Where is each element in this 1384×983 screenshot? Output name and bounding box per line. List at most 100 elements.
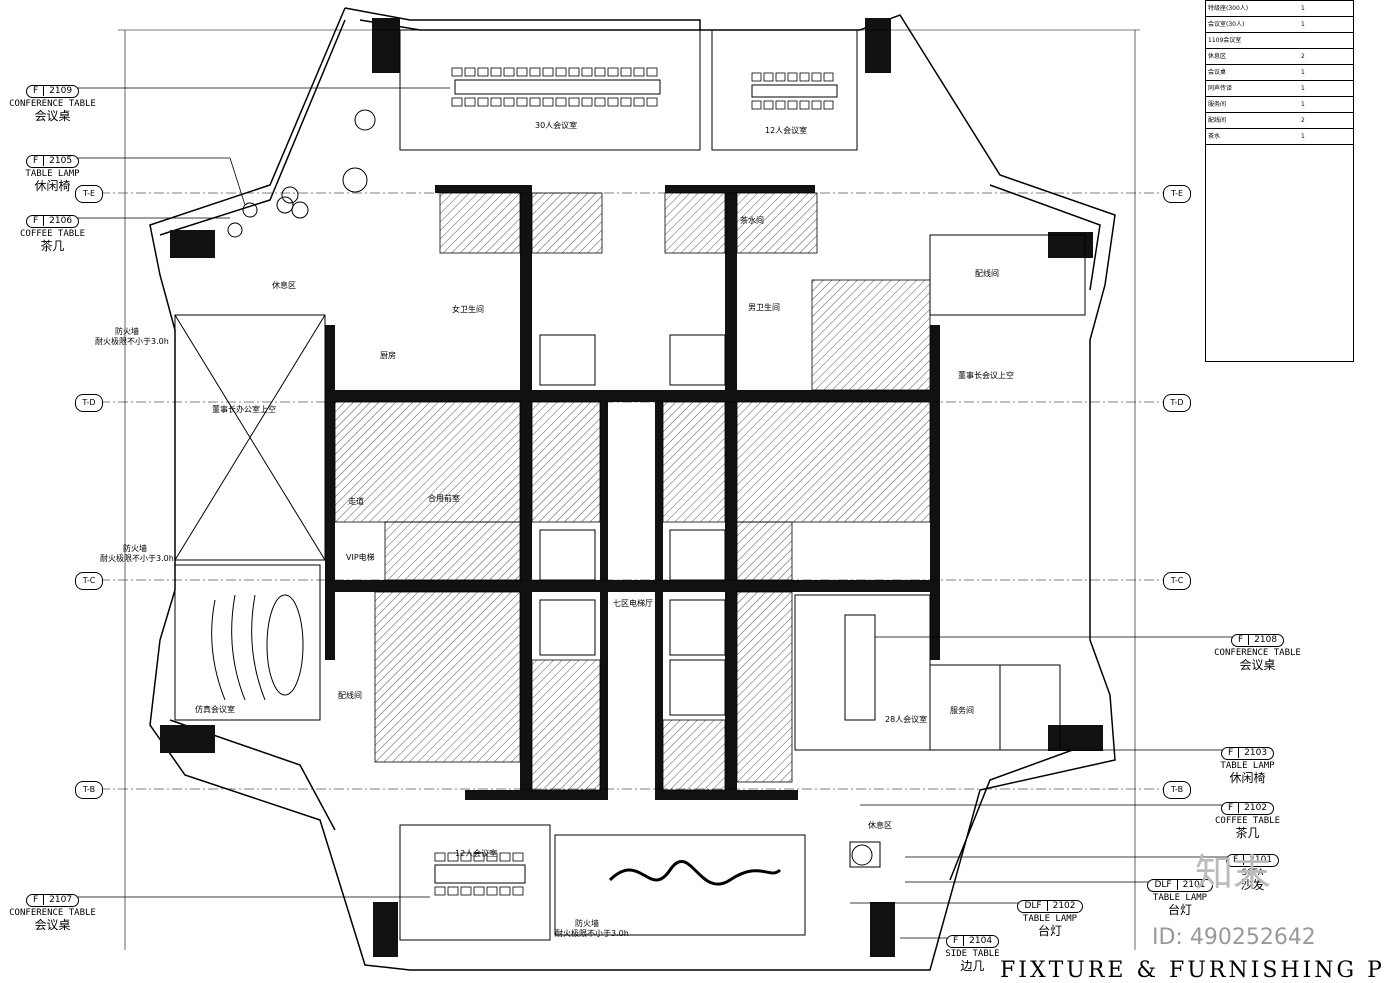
chair: [646, 67, 658, 77]
grid-label-tb-right: T-B: [1163, 781, 1191, 799]
hatched-service-zones: [334, 192, 931, 791]
chair: [473, 886, 485, 896]
room-label-30: 30人会议室: [535, 121, 578, 130]
watermark-brand: 知末: [1195, 851, 1272, 895]
chair: [503, 67, 515, 77]
room-label-service: 服务间: [950, 706, 974, 715]
chair: [607, 67, 619, 77]
room-label-pantry: 茶水间: [740, 216, 764, 225]
elevator-cars: [539, 334, 726, 716]
chair: [486, 852, 498, 862]
chair: [460, 852, 472, 862]
room-label-aisle: 走道: [348, 497, 364, 506]
schedule-row: 1109会议室: [1206, 33, 1353, 49]
chair: [799, 72, 810, 82]
chair: [751, 72, 762, 82]
chair: [477, 67, 489, 77]
chair: [499, 852, 511, 862]
watermark-id: ID: 490252642: [1152, 925, 1316, 950]
chair: [464, 67, 476, 77]
chair: [447, 886, 459, 896]
room-label-stair: 合用前室: [428, 494, 460, 503]
chair: [512, 886, 524, 896]
room-label-fire-note1: 耐火极限不小于3.0h: [95, 337, 169, 346]
schedule-row: 特级座(300人)1: [1206, 1, 1353, 17]
curved-seating: [211, 594, 304, 701]
room-label-power2: 配线间: [975, 269, 999, 278]
chair: [620, 67, 632, 77]
chair: [512, 852, 524, 862]
chair: [763, 100, 774, 110]
chair: [620, 97, 632, 107]
chair: [775, 72, 786, 82]
room-label-12b: 12人会议室: [455, 849, 498, 858]
chair: [811, 100, 822, 110]
callout-leaders: [78, 87, 1232, 939]
lounge-furniture: [227, 109, 881, 868]
chair: [477, 97, 489, 107]
room-label-28: 28人会议室: [885, 715, 928, 724]
grid-label-te-right: T-E: [1163, 185, 1191, 203]
room-label-fire1: 防火墙: [115, 327, 139, 336]
structural-columns: [160, 18, 1103, 957]
chair: [447, 852, 459, 862]
room-label-chair-meeting: 董事长会议上空: [958, 371, 1014, 380]
grid-label-td-right: T-D: [1163, 394, 1191, 412]
conference-tables: [434, 79, 876, 884]
chair: [542, 97, 554, 107]
chair: [503, 97, 515, 107]
chair: [490, 67, 502, 77]
drawing-title: FIXTURE & FURNISHING PL: [1000, 958, 1384, 983]
chair: [516, 67, 528, 77]
chair: [555, 97, 567, 107]
room-label-vip-lift: VIP电梯: [346, 553, 375, 562]
chair: [607, 97, 619, 107]
chair: [434, 886, 446, 896]
chair: [763, 72, 774, 82]
chair: [751, 100, 762, 110]
room-label-fire-note3: 耐火极限不小于3.0h: [555, 929, 629, 938]
grid-label-td-left: T-D: [75, 394, 103, 412]
chair: [451, 97, 463, 107]
chair: [787, 100, 798, 110]
room-label-fire-note2: 耐火极限不小于3.0h: [100, 554, 174, 563]
building-outline: [149, 7, 1116, 971]
room-label-power1: 配线间: [338, 691, 362, 700]
grid-label-tc-right: T-C: [1163, 572, 1191, 590]
chair: [451, 67, 463, 77]
room-label-fire3: 防火墙: [575, 919, 599, 928]
chair: [633, 97, 645, 107]
room-label-male-wc: 男卫生间: [748, 303, 780, 312]
grid-label-tb-left: T-B: [75, 781, 103, 799]
chairs: [434, 67, 834, 896]
chair: [460, 886, 472, 896]
chair: [581, 67, 593, 77]
chair: [529, 67, 541, 77]
room-label-lounge: 休息区: [272, 281, 296, 290]
chair: [516, 97, 528, 107]
chair: [490, 97, 502, 107]
chair: [486, 886, 498, 896]
chair: [568, 67, 580, 77]
room-walls: [174, 29, 1086, 941]
chair: [555, 67, 567, 77]
room-label-sim-meeting: 仿真会议室: [195, 705, 235, 714]
chair: [633, 67, 645, 77]
core-walls: [325, 185, 940, 800]
chair: [473, 852, 485, 862]
grid-lines: [100, 192, 1170, 790]
